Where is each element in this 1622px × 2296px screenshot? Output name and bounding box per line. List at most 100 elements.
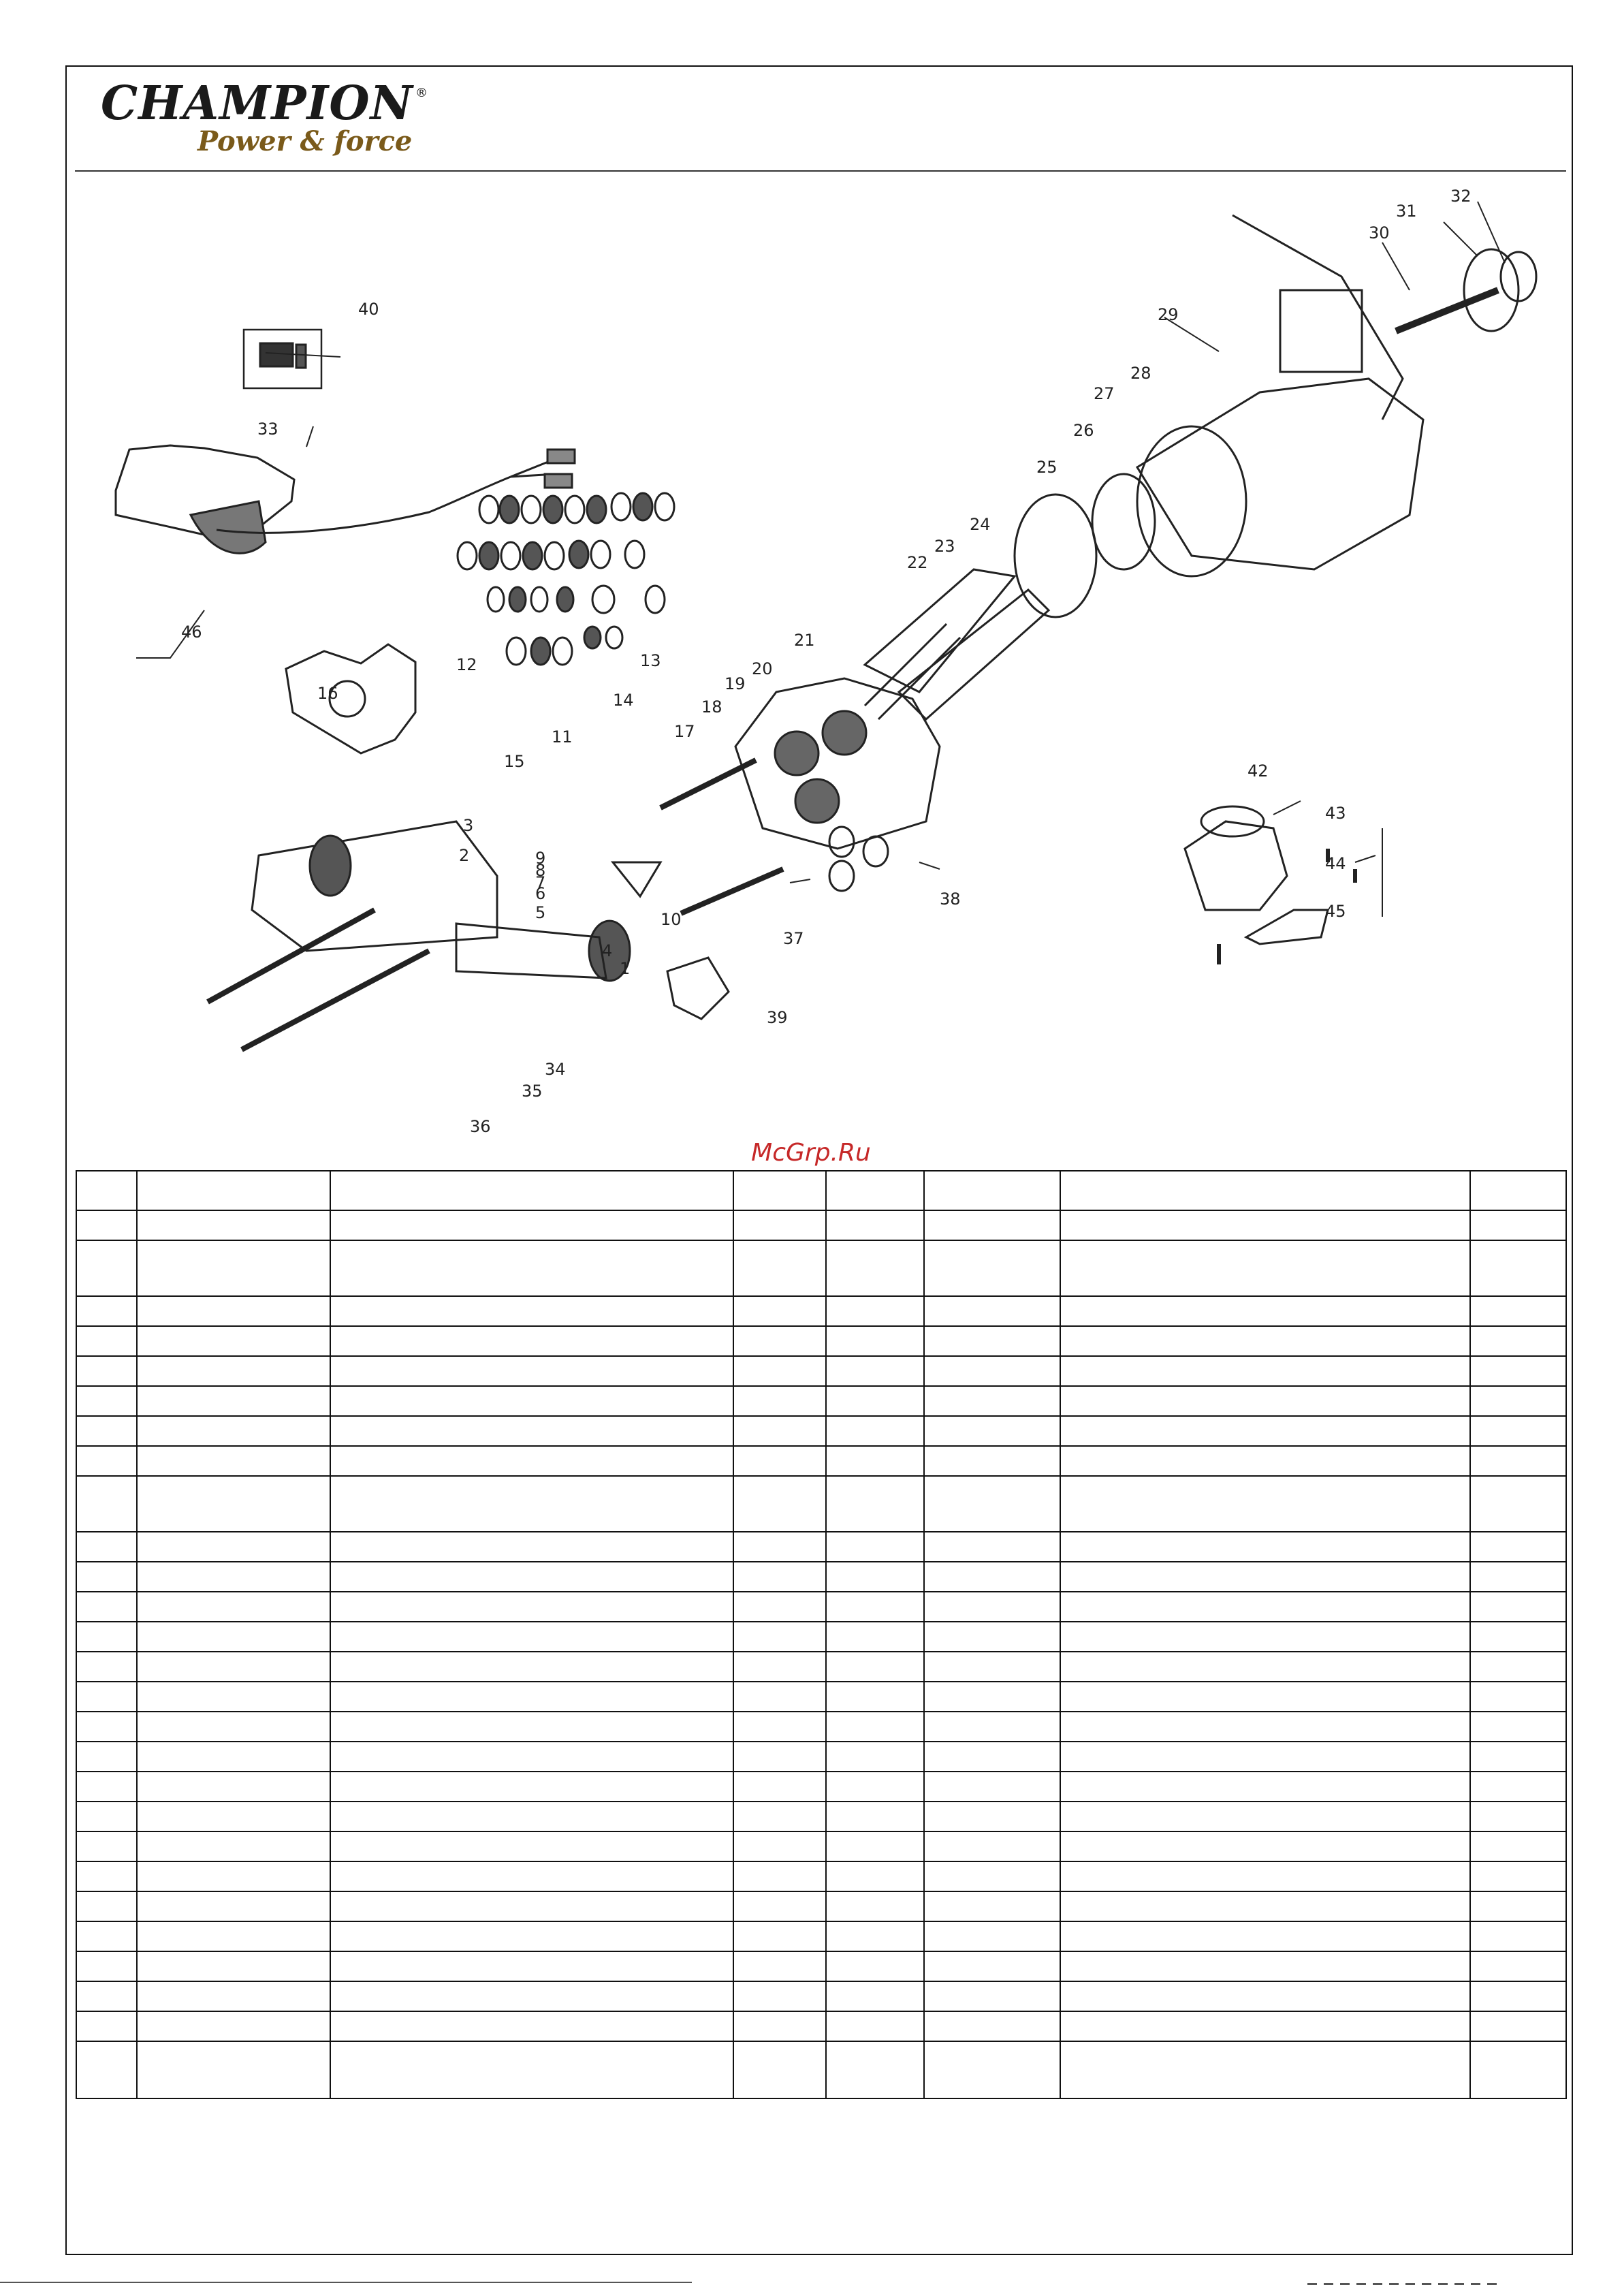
switch-cable <box>216 475 511 534</box>
table-cell <box>733 1531 827 1562</box>
table-cell <box>923 1951 1061 1982</box>
table-cell <box>1060 1240 1471 1297</box>
table-cell <box>136 1445 331 1477</box>
table-cell <box>76 1531 138 1562</box>
callout-16: 16 <box>317 684 338 703</box>
table-cell <box>1060 1325 1471 1357</box>
table-cell <box>923 1325 1061 1357</box>
piston-22 <box>897 588 1051 721</box>
table-cell <box>825 1861 925 1892</box>
callout-46: 46 <box>181 623 202 642</box>
table-cell <box>1060 2011 1471 2042</box>
table-cell <box>733 1210 827 1241</box>
table-cell <box>1469 1355 1567 1387</box>
table-cell <box>76 1475 138 1532</box>
wobble-plate-24 <box>1013 493 1098 618</box>
table-cell <box>923 1445 1061 1477</box>
table-cell <box>733 1295 827 1327</box>
table-cell <box>1469 1951 1567 1982</box>
table-cell <box>136 1801 331 1832</box>
callout-23: 23 <box>934 537 955 556</box>
table-cell <box>1060 1531 1471 1562</box>
table-row <box>76 1385 1567 1417</box>
table-cell <box>136 1531 331 1562</box>
table-cell <box>76 1210 138 1241</box>
table-cell <box>1060 1385 1471 1417</box>
table-cell <box>1469 1415 1567 1447</box>
parts-table-body <box>76 1170 1567 2099</box>
table-row <box>76 1651 1567 1682</box>
table-cell <box>76 1355 138 1387</box>
callout-37: 37 <box>783 929 804 948</box>
callout-9: 9 <box>535 849 545 868</box>
table-cell <box>330 1861 734 1892</box>
table-cell <box>1469 1981 1567 2012</box>
callout-38: 38 <box>940 890 961 909</box>
table-cell <box>136 1240 331 1297</box>
callout-1: 1 <box>620 959 630 978</box>
callout-17: 17 <box>674 722 695 741</box>
table-cell <box>76 1831 138 1862</box>
table-cell <box>76 1681 138 1712</box>
table-cell <box>825 1621 925 1652</box>
table-cell <box>136 1210 331 1241</box>
callout-6: 6 <box>535 884 545 903</box>
table-cell <box>330 1591 734 1622</box>
callout-42: 42 <box>1247 761 1269 781</box>
table-cell <box>923 1621 1061 1652</box>
callout-7: 7 <box>535 873 545 892</box>
cable-terminal-1 <box>546 448 576 465</box>
table-cell <box>923 1561 1061 1592</box>
pressure-switch-body <box>189 500 267 554</box>
table-cell <box>923 1385 1061 1417</box>
table-cell <box>733 1921 827 1952</box>
table-cell <box>136 1415 331 1447</box>
watermark: McGrp.Ru <box>751 1139 871 1167</box>
table-cell <box>136 1385 331 1417</box>
callout-5: 5 <box>535 903 545 922</box>
table-cell <box>923 1531 1061 1562</box>
table-cell <box>825 1531 925 1562</box>
table-cell <box>923 1591 1061 1622</box>
callout-24: 24 <box>970 515 991 534</box>
table-cell <box>733 1711 827 1742</box>
table-cell <box>1060 1591 1471 1622</box>
table-cell <box>923 1831 1061 1862</box>
callout-39: 39 <box>767 1008 788 1027</box>
table-cell <box>1469 1681 1567 1712</box>
callout-10: 10 <box>661 910 682 929</box>
table-cell <box>330 2011 734 2042</box>
shaft-30 <box>1395 287 1499 334</box>
table-cell <box>136 1325 331 1357</box>
table-cell <box>76 1891 138 1922</box>
table-cell <box>825 1741 925 1772</box>
callout-31: 31 <box>1396 202 1417 221</box>
table-cell <box>825 1981 925 2012</box>
table-row <box>76 1531 1567 1562</box>
table-cell <box>1469 1385 1567 1417</box>
callout-27: 27 <box>1094 384 1115 403</box>
table-row <box>76 1325 1567 1357</box>
table-cell <box>136 1170 331 1211</box>
valve-seal-cluster <box>456 492 675 666</box>
table-cell <box>825 1951 925 1982</box>
table-cell <box>1060 1801 1471 1832</box>
manifold-1 <box>251 820 498 952</box>
table-cell <box>923 1921 1061 1952</box>
table-cell <box>923 1170 1061 1211</box>
callout-numbers: 1 2 3 4 5 6 7 8 9 10 11 12 13 14 15 16 1… <box>181 187 1472 1136</box>
table-cell <box>825 2011 925 2042</box>
table-cell <box>733 1801 827 1832</box>
table-row <box>76 1981 1567 2012</box>
page-frame <box>65 65 1573 2255</box>
table-row <box>76 1415 1567 1447</box>
table-cell <box>1060 1621 1471 1652</box>
table-cell <box>825 1295 925 1327</box>
table-row <box>76 1771 1567 1802</box>
table-row <box>76 1295 1567 1327</box>
callout-3: 3 <box>463 816 473 835</box>
callout-40: 40 <box>358 300 379 319</box>
table-cell <box>76 1591 138 1622</box>
bolt-17 <box>659 757 757 811</box>
table-cell <box>76 2011 138 2042</box>
